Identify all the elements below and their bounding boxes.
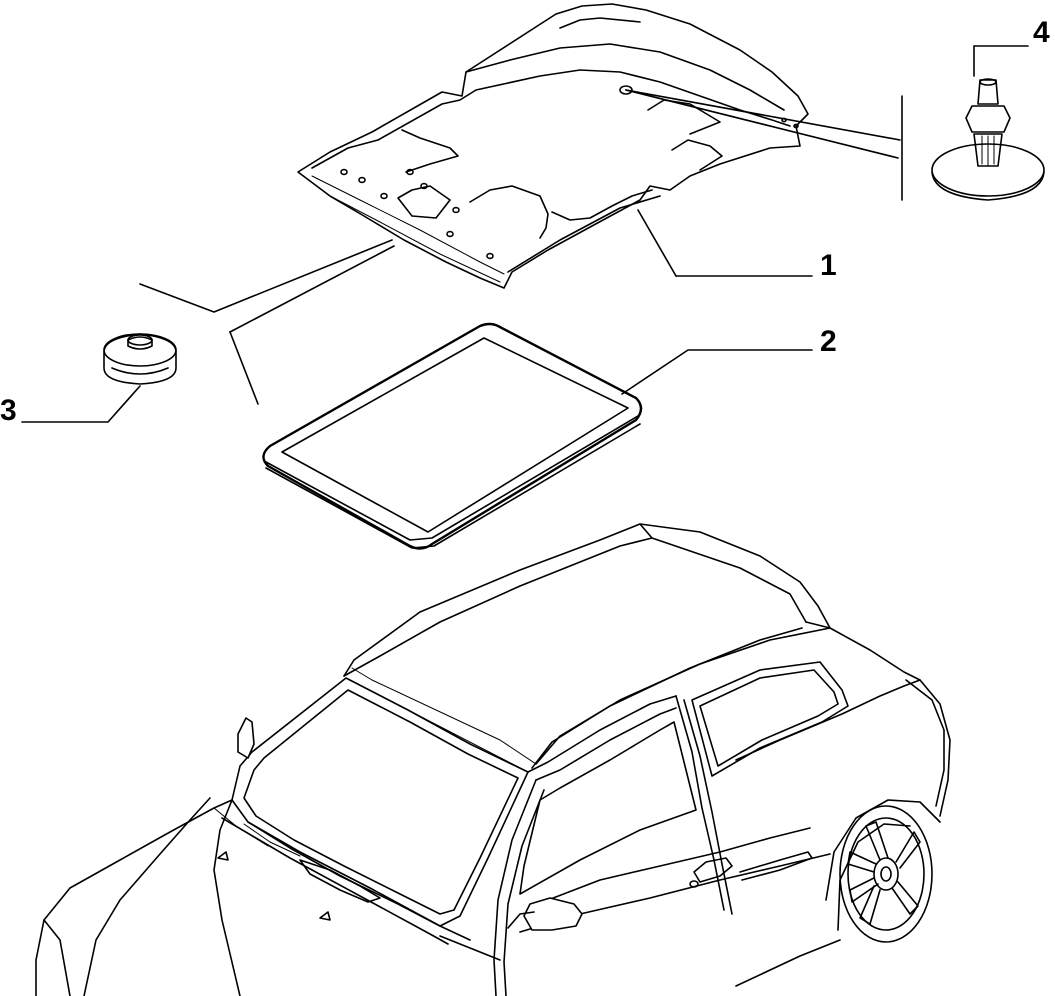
- headliner-part: [297, 3, 809, 289]
- fastener-clip-part: [931, 78, 1045, 201]
- callout-4: 4: [1033, 16, 1050, 49]
- callout-1: 1: [820, 249, 837, 282]
- wheel-spokes: [847, 821, 921, 925]
- plug-part: [103, 333, 177, 385]
- leader-lines: [21, 45, 1029, 423]
- callout-2: 2: [820, 325, 837, 358]
- sunroof-seal-part: [262, 322, 643, 550]
- car-outline: [35, 523, 951, 996]
- callout-3: 3: [0, 394, 17, 427]
